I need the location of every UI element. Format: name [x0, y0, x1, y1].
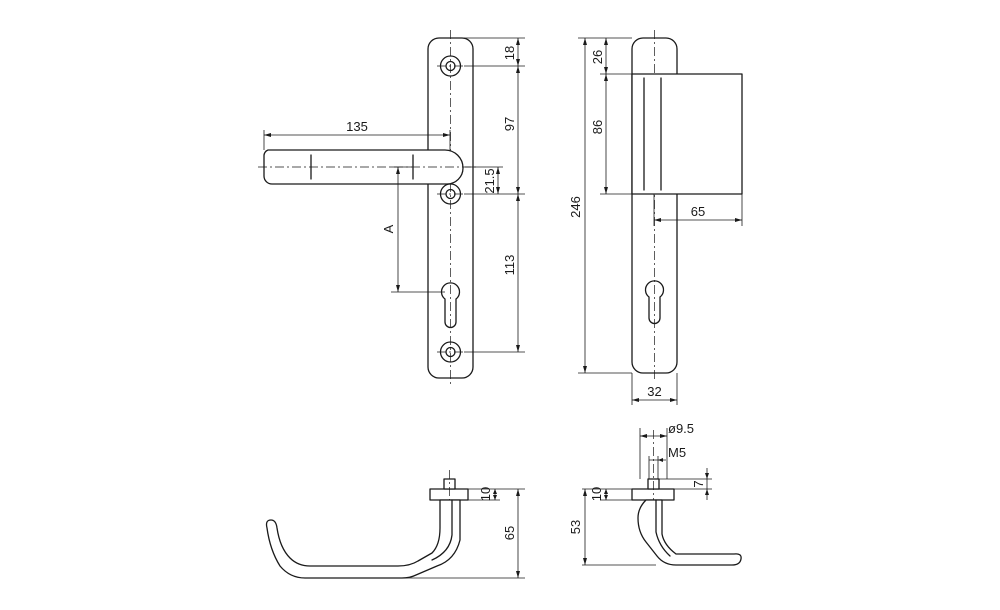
- dim-113-text: 113: [502, 255, 517, 276]
- side-view: 26 86 246 65 32: [568, 30, 743, 405]
- dim-65-left-text: 65: [502, 526, 517, 540]
- lever-top-view-left: 10 65: [265, 470, 525, 579]
- dim-135-text: 135: [346, 119, 368, 134]
- rosette-left: [429, 488, 469, 501]
- dim-86-text: 86: [590, 120, 605, 134]
- dim-a-text: A: [381, 224, 396, 233]
- dim-246-text: 246: [568, 196, 583, 218]
- dim-a: A: [381, 166, 445, 293]
- cylinder-keyhole-side: [644, 280, 665, 325]
- lever-inner-edge-left: [431, 499, 453, 561]
- cylinder-keyhole-front: [440, 282, 461, 329]
- dim-projection: 65: [653, 194, 743, 226]
- dim-32-text: 32: [647, 384, 661, 399]
- dim-handle-length: 135: [263, 119, 451, 150]
- dim-d9-5-text: ø9.5: [668, 421, 694, 436]
- dim-53-text: 53: [568, 520, 583, 534]
- lever-side-view-right: ø9.5 M5 7 10 53: [568, 421, 742, 566]
- dim-65-text: 65: [691, 204, 705, 219]
- dim-21-5-text: 21.5: [482, 168, 497, 193]
- lever-inner-edge-right: [655, 499, 671, 557]
- dim-plate-width: 32: [631, 373, 678, 405]
- dim-m5-text: M5: [668, 445, 686, 460]
- screw-hole-bottom: [437, 341, 464, 363]
- dim-left-bottom: 10 65: [402, 487, 525, 579]
- dim-10-right-text: 10: [589, 487, 604, 501]
- front-view: 135 A: [258, 30, 525, 384]
- dim-chain-side: 26 86 246: [568, 37, 632, 374]
- rosette-right: [631, 488, 675, 501]
- dim-10-left-text: 10: [478, 487, 493, 501]
- dim-18-text: 18: [502, 46, 517, 60]
- handle-block-side: [631, 73, 743, 195]
- dim-7-text: 7: [691, 480, 706, 487]
- dim-97-text: 97: [502, 117, 517, 131]
- screw-hole-top: [437, 55, 464, 77]
- lever-profile-left: [265, 499, 461, 579]
- lever-profile-right: [637, 499, 742, 566]
- dim-right-bottom: ø9.5 M5 7 10 53: [568, 421, 712, 566]
- dim-chain-front: 18 97 21.5 113: [462, 37, 525, 353]
- dim-26-text: 26: [590, 50, 605, 64]
